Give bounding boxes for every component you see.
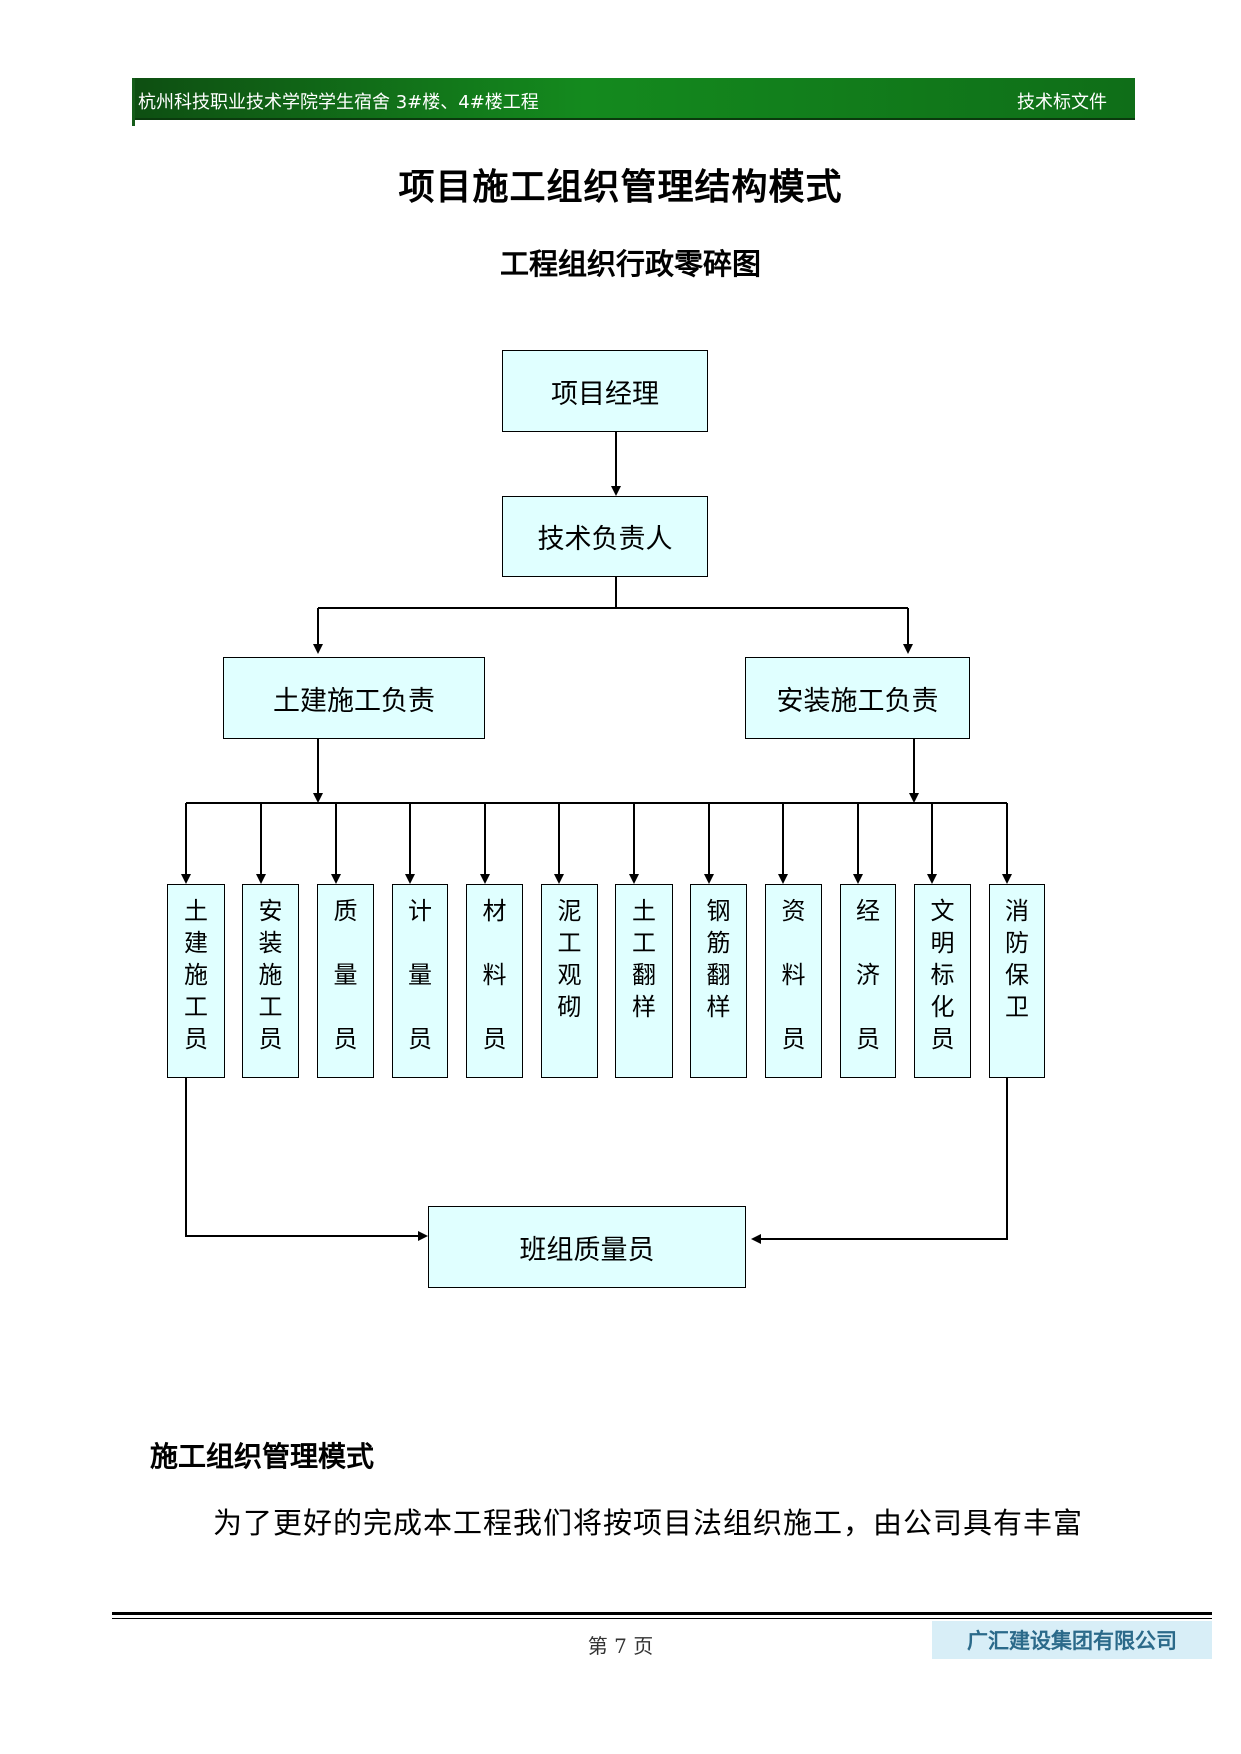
role-char: 土 [632, 897, 656, 925]
role-char: 料 [482, 961, 507, 989]
role-box-civil-worker: 土 建 施 工 员 [167, 884, 225, 1078]
company-name: 广汇建设集团有限公司 [932, 1621, 1212, 1659]
footer-rule-thin [112, 1618, 1212, 1619]
role-char: 材 [482, 897, 507, 925]
role-char: 资 [781, 897, 806, 925]
role-char: 济 [856, 961, 880, 989]
org-box-civil-lead: 土建施工负责 [223, 657, 485, 739]
section-heading: 施工组织管理模式 [150, 1440, 375, 1473]
role-char: 装 [258, 929, 283, 957]
role-char: 土 [184, 897, 208, 925]
org-box-project-manager: 项目经理 [502, 350, 708, 432]
role-char: 量 [333, 961, 358, 989]
org-box-team-qc: 班组质量员 [428, 1206, 746, 1288]
role-char: 标 [930, 961, 955, 989]
role-char: 员 [781, 1025, 806, 1053]
header-bar: 杭州科技职业技术学院学生宿舍 3#楼、4#楼工程 技术标文件 [135, 78, 1135, 120]
role-box-install-worker: 安 装 施 工 员 [242, 884, 299, 1078]
arrow-right-to-team [751, 1078, 1008, 1244]
role-char: 施 [258, 961, 283, 989]
role-char: 料 [781, 961, 806, 989]
role-char: 卫 [1005, 993, 1029, 1021]
role-char: 工 [184, 993, 208, 1021]
header-project-name: 杭州科技职业技术学院学生宿舍 3#楼、4#楼工程 [138, 92, 539, 113]
role-char: 化 [930, 993, 955, 1021]
role-char: 员 [184, 1025, 208, 1053]
role-char: 工 [632, 929, 656, 957]
role-char: 钢 [706, 897, 731, 925]
role-char: 量 [408, 961, 432, 989]
page-title: 项目施工组织管理结构模式 [398, 167, 843, 208]
role-char: 施 [184, 961, 208, 989]
body-paragraph: 为了更好的完成本工程我们将按项目法组织施工，由公司具有丰富 [213, 1506, 1084, 1540]
role-char: 观 [557, 961, 582, 989]
role-box-rebar-layout: 钢 筋 翻 样 [690, 884, 747, 1078]
role-box-economics: 经 济 员 [840, 884, 896, 1078]
role-box-masonry: 泥 工 观 砌 [541, 884, 598, 1078]
role-char: 员 [258, 1025, 283, 1053]
role-box-fire-security: 消 防 保 卫 [989, 884, 1045, 1078]
role-char: 员 [930, 1025, 955, 1053]
role-char: 员 [333, 1025, 358, 1053]
role-box-metering: 计 量 员 [392, 884, 448, 1078]
role-char: 样 [632, 993, 656, 1021]
role-char: 砌 [557, 993, 582, 1021]
role-char: 质 [333, 897, 358, 925]
role-box-civil-layout: 土 工 翻 样 [615, 884, 673, 1078]
role-char: 泥 [557, 897, 582, 925]
role-char: 安 [258, 897, 283, 925]
org-box-tech-lead: 技术负责人 [502, 496, 708, 577]
role-char: 保 [1005, 961, 1029, 989]
role-char: 翻 [632, 961, 656, 989]
role-char: 防 [1005, 929, 1029, 957]
role-char: 经 [856, 897, 880, 925]
role-char: 筋 [706, 929, 731, 957]
header-doc-type: 技术标文件 [1017, 92, 1107, 113]
role-char: 建 [184, 929, 208, 957]
role-char: 员 [408, 1025, 432, 1053]
role-box-documents: 资 料 员 [765, 884, 822, 1078]
role-box-materials: 材 料 员 [466, 884, 523, 1078]
page-number: 第 7 页 [587, 1634, 654, 1658]
role-box-quality: 质 量 员 [317, 884, 374, 1078]
arrow-left-to-team [185, 1078, 428, 1241]
role-char: 工 [258, 993, 283, 1021]
header-tick [132, 78, 135, 126]
role-box-civilized-site: 文 明 标 化 员 [914, 884, 971, 1078]
role-char: 消 [1005, 897, 1029, 925]
role-char: 计 [408, 897, 432, 925]
org-box-install-lead: 安装施工负责 [745, 657, 970, 739]
role-char: 样 [706, 993, 731, 1021]
role-char: 员 [482, 1025, 507, 1053]
page-subtitle: 工程组织行政零碎图 [499, 247, 761, 281]
role-char: 翻 [706, 961, 731, 989]
role-char: 文 [930, 897, 955, 925]
role-char: 工 [557, 929, 582, 957]
role-char: 员 [856, 1025, 880, 1053]
footer-rule-thick [112, 1612, 1212, 1615]
role-char: 明 [930, 929, 955, 957]
